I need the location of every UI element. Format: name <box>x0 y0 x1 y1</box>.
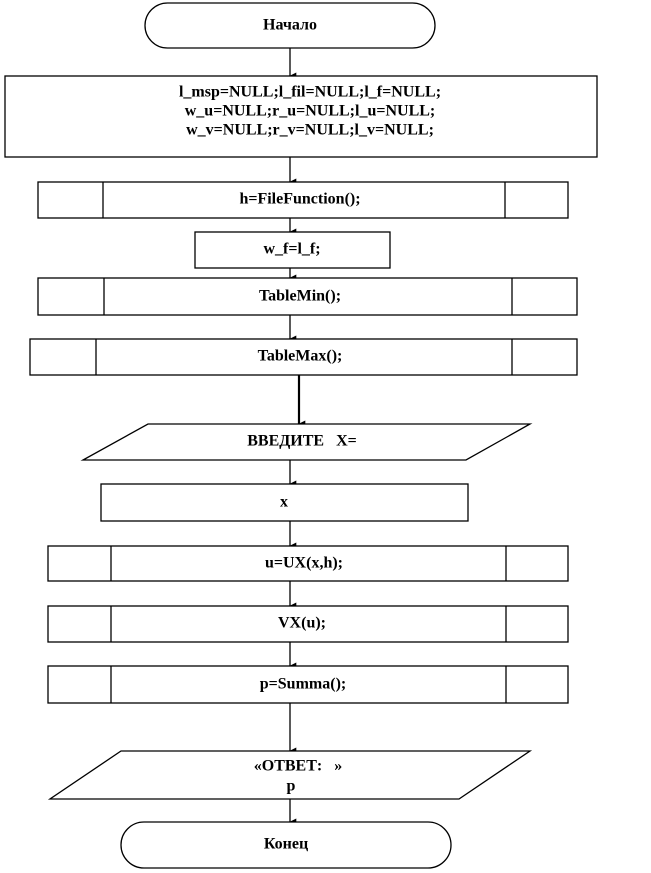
assign-wf-label: w_f=l_f; <box>263 241 320 258</box>
output-line-1: «ОТВЕТ: » <box>254 758 342 775</box>
output-io: «ОТВЕТ: » p <box>47 750 533 800</box>
input-x-label: x <box>280 494 288 511</box>
init-line-3: w_v=NULL;r_v=NULL;l_v=NULL; <box>186 122 434 139</box>
file-function-subroutine: h=FileFunction(); <box>37 181 569 219</box>
vx-label: VX(u); <box>278 615 326 632</box>
vx-subroutine: VX(u); <box>47 605 569 643</box>
summa-label: p=Summa(); <box>260 676 346 693</box>
table-min-subroutine: TableMin(); <box>37 277 578 316</box>
input-x-process: x <box>100 483 469 522</box>
init-line-2: w_u=NULL;r_u=NULL;l_u=NULL; <box>185 103 436 120</box>
connectors <box>289 48 306 826</box>
table-min-label: TableMin(); <box>259 288 341 305</box>
input-prompt-label: ВВЕДИТЕ X= <box>247 433 356 450</box>
output-line-2: p <box>287 778 296 795</box>
start-label: Начало <box>263 17 317 34</box>
ux-label: u=UX(x,h); <box>265 555 343 572</box>
end-label: Конец <box>264 836 308 853</box>
end-terminator: Конец <box>120 821 452 869</box>
table-max-subroutine: TableMax(); <box>29 338 578 376</box>
start-terminator: Начало <box>144 2 436 49</box>
table-max-label: TableMax(); <box>258 348 343 365</box>
ux-subroutine: u=UX(x,h); <box>47 545 569 582</box>
assign-wf-process: w_f=l_f; <box>194 231 391 269</box>
summa-subroutine: p=Summa(); <box>47 665 569 704</box>
file-function-label: h=FileFunction(); <box>239 191 360 208</box>
init-line-1: l_msp=NULL;l_fil=NULL;l_f=NULL; <box>179 84 441 101</box>
input-prompt-io: ВВЕДИТЕ X= <box>80 423 533 461</box>
init-process-block: l_msp=NULL;l_fil=NULL;l_f=NULL; w_u=NULL… <box>4 75 598 158</box>
